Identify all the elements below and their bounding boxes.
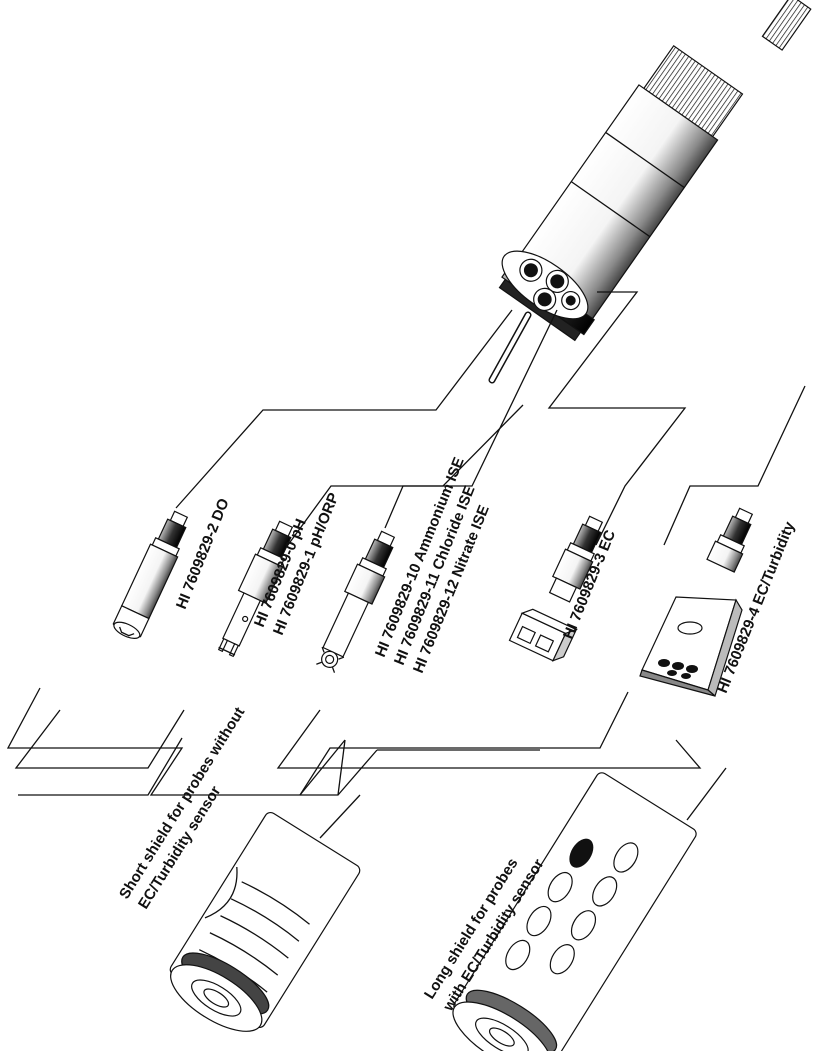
ph-probe-icon <box>217 520 294 658</box>
connector-lines-bottom <box>6 687 727 839</box>
do-probe-icon <box>112 510 189 639</box>
short-shield-icon <box>169 811 361 1032</box>
label-short-shield-1: Short shield for probes without <box>116 704 248 902</box>
label-do-probe: HI 7609829-2 DO <box>173 496 233 612</box>
ec-turbidity-probe-icon <box>639 507 754 698</box>
long-shield-icon <box>452 772 697 1051</box>
multiparameter-probe-body-icon <box>488 0 812 384</box>
ise-probe-icon <box>316 530 396 673</box>
ec-cell-block <box>508 608 578 662</box>
connector-lines-top <box>175 291 806 550</box>
ec-probe-icon <box>548 515 604 603</box>
